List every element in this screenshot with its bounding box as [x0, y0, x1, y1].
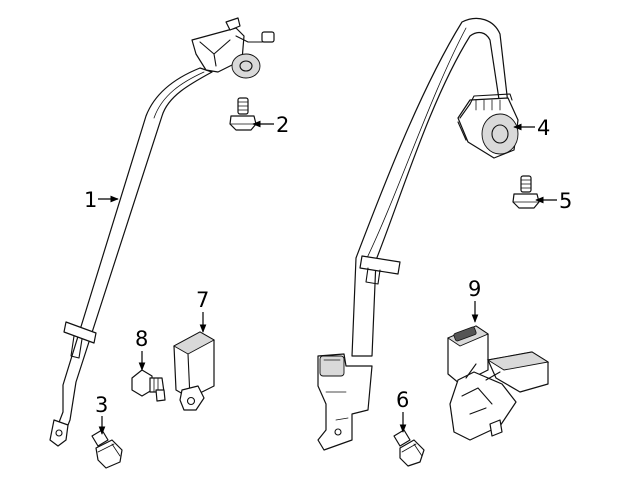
- callout-label-4: 4: [537, 116, 550, 140]
- center-seat-belt-assembly: [317, 17, 519, 451]
- callout-label-5: 5: [559, 189, 572, 213]
- bolt-part-3: [91, 429, 123, 469]
- bolt-part-5: [512, 175, 540, 209]
- double-buckle-part-9: [447, 325, 550, 441]
- callout-4: 4: [513, 116, 550, 140]
- callout-8: 8: [135, 327, 148, 371]
- callout-label-9: 9: [468, 277, 481, 301]
- callouts: 1 2 3 4 5 6 7 8: [84, 113, 572, 435]
- callout-6: 6: [396, 388, 409, 433]
- callout-label-3: 3: [95, 393, 108, 417]
- callout-2: 2: [252, 113, 289, 137]
- left-seat-belt-assembly: [49, 17, 275, 447]
- bolt-part-6: [393, 429, 425, 467]
- callout-label-7: 7: [196, 288, 209, 312]
- bolt-part-2: [229, 97, 257, 131]
- callout-label-6: 6: [396, 388, 409, 412]
- buckle-part-7: [173, 331, 215, 411]
- callout-label-8: 8: [135, 327, 148, 351]
- callout-label-1: 1: [84, 188, 97, 212]
- callout-label-2: 2: [276, 113, 289, 137]
- callout-5: 5: [535, 189, 572, 213]
- callout-3: 3: [95, 393, 108, 435]
- callout-9: 9: [468, 277, 481, 323]
- callout-7: 7: [196, 288, 209, 333]
- callout-1: 1: [84, 188, 119, 212]
- bolt-part-8: [131, 369, 166, 402]
